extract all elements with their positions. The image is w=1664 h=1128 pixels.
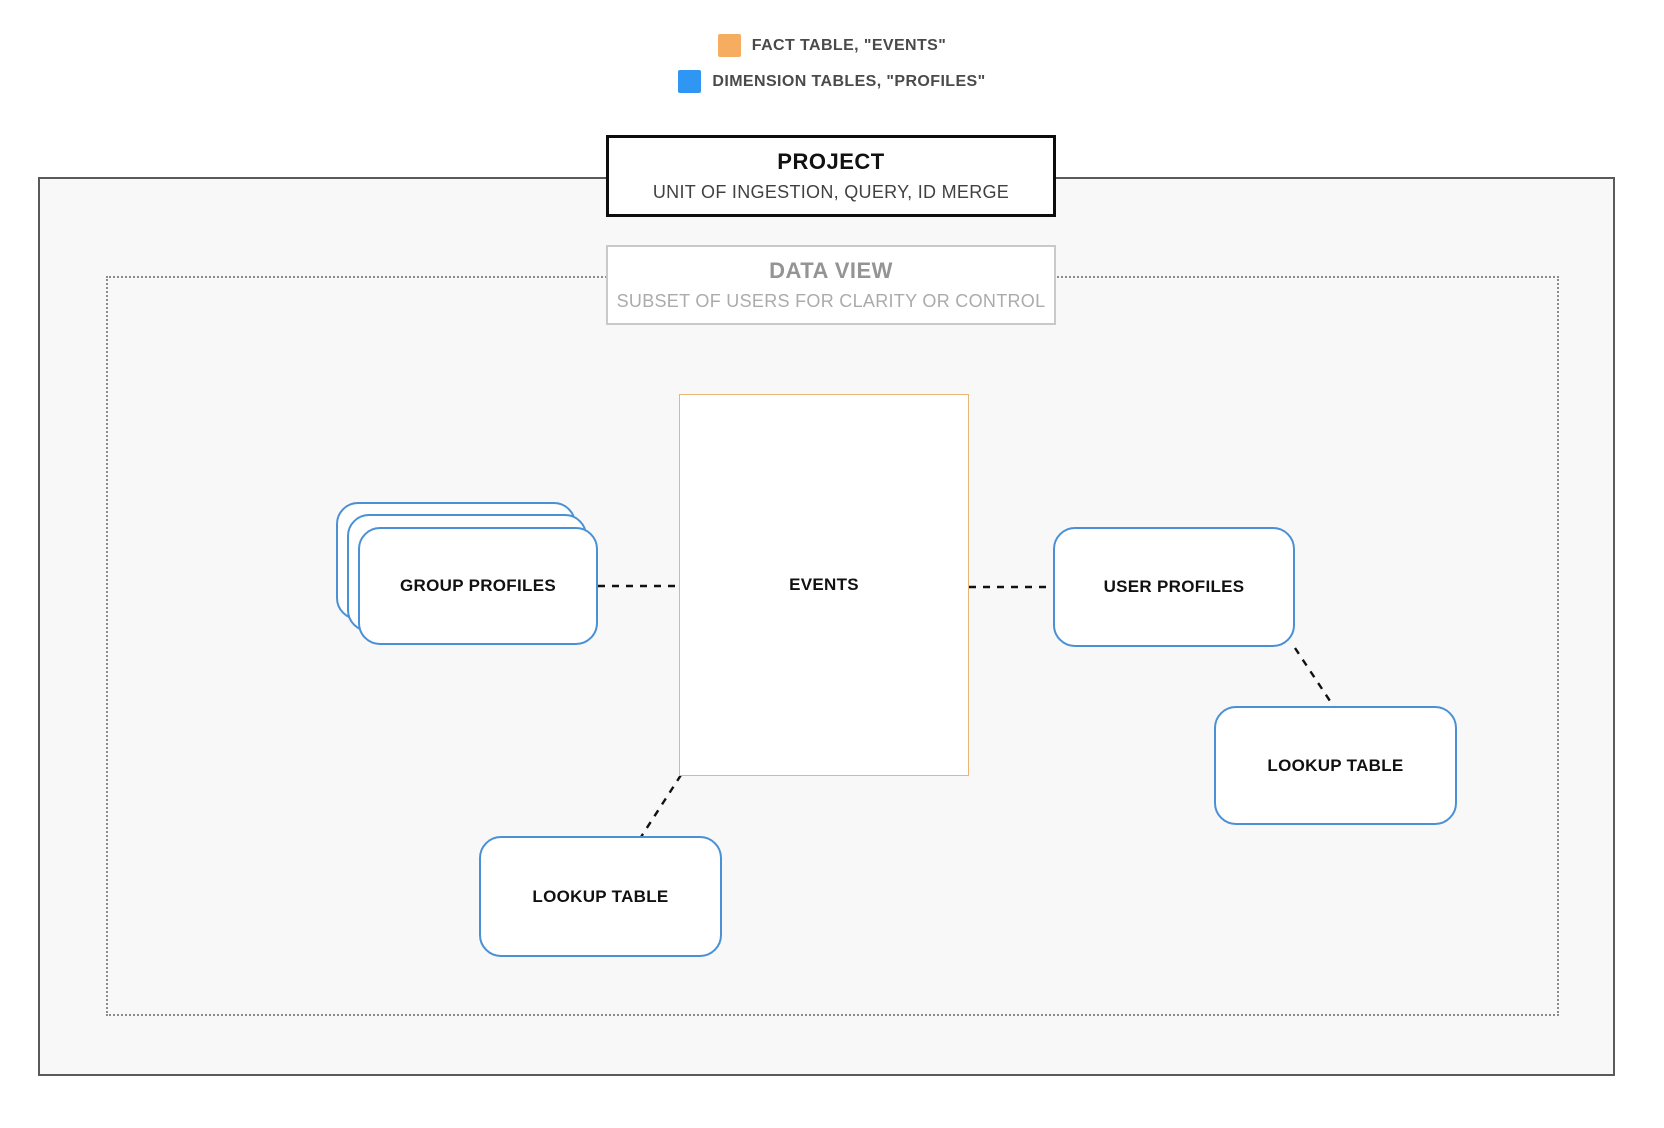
project-subtitle: UNIT OF INGESTION, QUERY, ID MERGE [652, 182, 1010, 202]
legend: FACT TABLE, "EVENTS" DIMENSION TABLES, "… [0, 34, 1664, 93]
node-group-profiles: GROUP PROFILES [358, 527, 598, 645]
node-group-profiles-label: GROUP PROFILES [400, 576, 556, 595]
data-view-title-box: DATA VIEW SUBSET OF USERS FOR CLARITY OR… [606, 245, 1056, 325]
node-lookup-table-bottom: LOOKUP TABLE [479, 836, 722, 957]
data-view-title: DATA VIEW [769, 258, 893, 283]
legend-item-fact-table: FACT TABLE, "EVENTS" [717, 34, 947, 57]
node-lookup-table-right-label: LOOKUP TABLE [1267, 755, 1404, 775]
project-title: PROJECT [777, 149, 885, 174]
node-user-profiles-label: USER PROFILES [1103, 577, 1245, 596]
fact-table-swatch-icon [717, 34, 741, 57]
data-view-subtitle: SUBSET OF USERS FOR CLARITY OR CONTROL [616, 291, 1046, 311]
node-events: EVENTS [679, 394, 969, 776]
legend-label-dimension-tables: DIMENSION TABLES, "PROFILES" [712, 72, 986, 90]
node-lookup-table-right: LOOKUP TABLE [1214, 706, 1457, 825]
node-lookup-table-bottom-label: LOOKUP TABLE [532, 886, 669, 906]
node-user-profiles: USER PROFILES [1053, 527, 1295, 647]
dimension-tables-swatch-icon [678, 70, 702, 93]
node-events-label: EVENTS [789, 575, 859, 594]
legend-item-dimension-tables: DIMENSION TABLES, "PROFILES" [678, 70, 985, 93]
legend-label-fact-table: FACT TABLE, "EVENTS" [751, 36, 947, 54]
project-title-box: PROJECT UNIT OF INGESTION, QUERY, ID MER… [606, 135, 1056, 217]
